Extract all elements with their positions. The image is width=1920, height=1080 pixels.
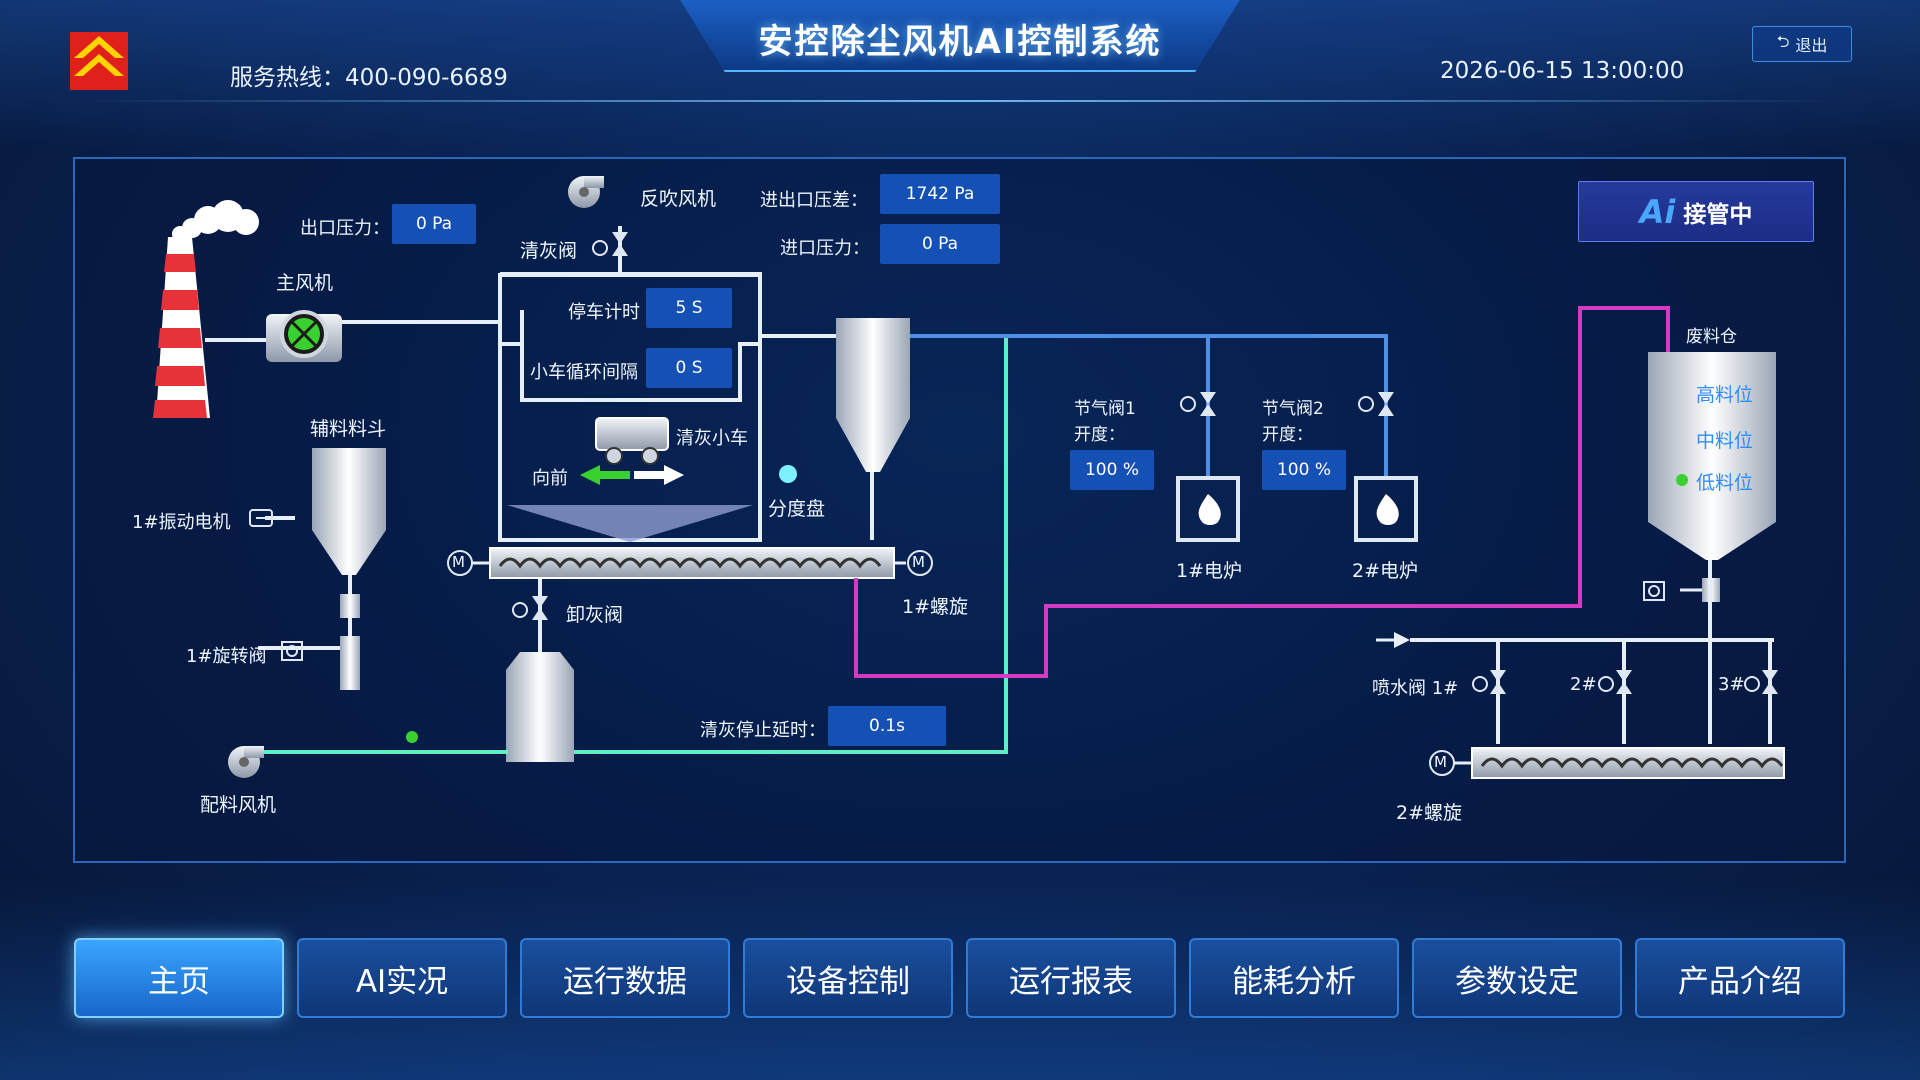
valve-icon bbox=[532, 232, 1778, 694]
rotary-valve-label: 1#旋转阀 bbox=[186, 646, 267, 667]
nav-param-settings[interactable]: 参数设定 bbox=[1412, 938, 1622, 1018]
cyclone-silo bbox=[836, 318, 910, 472]
aux-hopper-label: 辅料料斗 bbox=[310, 418, 387, 440]
chimney bbox=[153, 200, 259, 418]
screw-1-label: 1#螺旋 bbox=[902, 596, 969, 618]
vibration-motor-icon bbox=[249, 509, 273, 527]
back-blow-fan-icon bbox=[568, 176, 604, 208]
nav-run-data[interactable]: 运行数据 bbox=[520, 938, 730, 1018]
furnace-2 bbox=[1354, 476, 1418, 542]
service-hotline: 服务热线：400-090-6689 bbox=[230, 65, 508, 91]
mid-level-label: 中料位 bbox=[1696, 430, 1754, 452]
stop-timer-value: 5 S bbox=[646, 288, 732, 328]
batch-fan-label: 配料风机 bbox=[200, 794, 277, 816]
valve-actuator-icon bbox=[512, 240, 1760, 692]
screw-2-label: 2#螺旋 bbox=[1396, 802, 1463, 824]
logout-label: 退出 bbox=[1795, 36, 1828, 55]
throttle-1-open-label: 开度： bbox=[1074, 425, 1125, 445]
green-indicator bbox=[406, 731, 418, 743]
header-divider bbox=[80, 100, 1840, 102]
nav-product-intro[interactable]: 产品介绍 bbox=[1635, 938, 1845, 1018]
motor-m-label: M bbox=[912, 553, 925, 571]
throttle-2-value: 100 % bbox=[1262, 450, 1346, 490]
motor-m-label: M bbox=[452, 553, 465, 571]
ai-takeover-status[interactable]: Ai 接管中 bbox=[1578, 181, 1814, 242]
main-fan-label: 主风机 bbox=[276, 272, 334, 294]
pressure-diff-label: 进出口压差： bbox=[760, 190, 868, 211]
rotary-valve-icon bbox=[281, 641, 303, 661]
furnace-1-label: 1#电炉 bbox=[1176, 560, 1243, 582]
baghouse-hopper bbox=[507, 505, 753, 542]
arrow-left-icon bbox=[580, 465, 630, 485]
spray-valve-2-label: 2# bbox=[1570, 674, 1597, 695]
title-plate bbox=[680, 0, 1240, 72]
waste-valve-icon bbox=[1643, 581, 1665, 601]
main-fan-icon bbox=[266, 310, 342, 362]
spray-valve-3-label: 3# bbox=[1718, 674, 1745, 695]
vibration-motor-label: 1#振动电机 bbox=[132, 512, 231, 533]
screw-conveyor-2 bbox=[1471, 747, 1785, 779]
motor-m-icon bbox=[447, 550, 1455, 776]
logout-button[interactable]: ⮌ 退出 bbox=[1752, 26, 1852, 62]
clean-delay-value: 0.1s bbox=[828, 706, 946, 746]
throttle-1-value: 100 % bbox=[1070, 450, 1154, 490]
waste-bin-label: 废料仓 bbox=[1686, 327, 1737, 347]
splitter-label: 分度盘 bbox=[768, 498, 826, 520]
page-title: 安控除尘风机AI控制系统 bbox=[758, 22, 1162, 62]
datetime: 2026-06-15 13:00:00 bbox=[1440, 58, 1685, 84]
arrow-right-icon bbox=[634, 465, 684, 485]
cart-interval-label: 小车循环间隔 bbox=[530, 362, 638, 383]
nav-ai-live[interactable]: AI实况 bbox=[297, 938, 507, 1018]
company-logo bbox=[70, 32, 128, 90]
nav-run-report[interactable]: 运行报表 bbox=[966, 938, 1176, 1018]
high-level-label: 高料位 bbox=[1696, 384, 1754, 406]
ai-status-text: 接管中 bbox=[1683, 201, 1753, 228]
inlet-pressure-value: 0 Pa bbox=[880, 224, 1000, 264]
aux-hopper bbox=[312, 448, 386, 690]
cart-interval-value: 0 S bbox=[646, 348, 732, 388]
unload-valve-label: 卸灰阀 bbox=[566, 604, 624, 626]
ash-silo bbox=[506, 652, 574, 762]
ash-clean-valve-label: 清灰阀 bbox=[520, 240, 578, 262]
batch-fan-icon bbox=[228, 746, 264, 778]
logout-icon: ⮌ bbox=[1776, 31, 1790, 51]
back-blow-fan-label: 反吹风机 bbox=[640, 188, 717, 210]
clean-delay-label: 清灰停止延时： bbox=[700, 720, 826, 741]
motor-m-label: M bbox=[1434, 753, 1447, 771]
furnace-2-label: 2#电炉 bbox=[1352, 560, 1419, 582]
footer-glow bbox=[0, 880, 1920, 1080]
nav-energy-analysis[interactable]: 能耗分析 bbox=[1189, 938, 1399, 1018]
nav-home[interactable]: 主页 bbox=[74, 938, 284, 1018]
pressure-diff-value: 1742 Pa bbox=[880, 174, 1000, 214]
ai-logo-icon: Ai bbox=[1639, 192, 1676, 231]
screw-conveyor-1 bbox=[489, 547, 895, 579]
forward-label: 向前 bbox=[532, 468, 568, 489]
clean-cart bbox=[595, 417, 669, 465]
stop-timer-label: 停车计时 bbox=[568, 302, 640, 323]
outlet-pressure-label: 出口压力： bbox=[300, 218, 390, 239]
throttle-2-open-label: 开度： bbox=[1262, 425, 1313, 445]
outlet-pressure-value: 0 Pa bbox=[392, 204, 476, 244]
nav-device-control[interactable]: 设备控制 bbox=[743, 938, 953, 1018]
spray-valve-label: 喷水阀 1# bbox=[1372, 678, 1459, 699]
throttle-1-label: 节气阀1 bbox=[1074, 399, 1136, 419]
low-level-indicator bbox=[1676, 474, 1688, 486]
furnace-1 bbox=[1176, 476, 1240, 542]
splitter-indicator bbox=[779, 465, 797, 483]
throttle-2-label: 节气阀2 bbox=[1262, 399, 1324, 419]
inlet-pressure-label: 进口压力： bbox=[780, 238, 870, 259]
clean-cart-label: 清灰小车 bbox=[676, 428, 748, 449]
low-level-label: 低料位 bbox=[1696, 472, 1754, 494]
waste-bin bbox=[1648, 352, 1776, 602]
